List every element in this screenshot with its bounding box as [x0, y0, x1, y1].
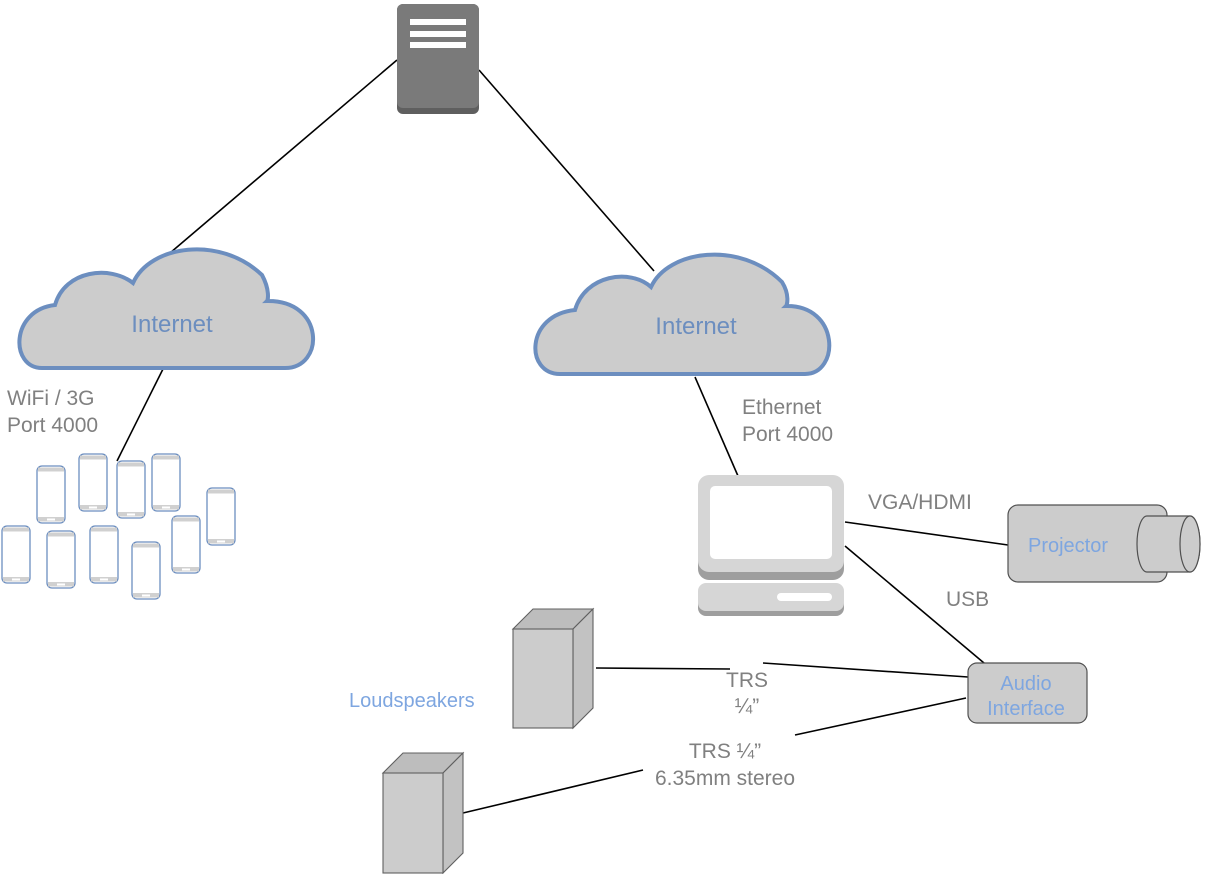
cloud-right-label: Internet [655, 313, 737, 340]
edge-server-cloud-left [169, 59, 398, 254]
edge-speaker1-trs-b [762, 662, 969, 678]
smartphone-icon[interactable] [151, 453, 181, 512]
trs1-label-line2: ¼” [735, 695, 760, 718]
edge-computer-audio-interface [844, 545, 985, 664]
edge-computer-projector [844, 521, 1009, 546]
trs1-label-line1: TRS [726, 669, 768, 692]
trs2-label-line1: TRS ¼” [689, 740, 761, 763]
wifi-label-line1: WiFi / 3G [7, 387, 95, 410]
smartphone-icon[interactable] [89, 525, 119, 584]
usb-label: USB [946, 588, 989, 611]
smartphone-icon[interactable] [171, 515, 201, 574]
audio-interface-box[interactable]: Audio Interface [967, 662, 1088, 724]
server-icon[interactable] [397, 4, 479, 114]
audio-interface-label-line1: Audio [1000, 673, 1051, 695]
smartphone-icon[interactable] [36, 465, 66, 524]
audio-interface-label-line2: Interface [987, 698, 1065, 720]
cloud-internet-left[interactable]: Internet [17, 247, 316, 370]
edge-cloud-right-computer [694, 376, 739, 477]
projector-icon[interactable]: Projector [1007, 504, 1201, 583]
loudspeakers-label: Loudspeakers [349, 690, 475, 712]
smartphone-group [1, 453, 236, 600]
ethernet-label-line2: Port 4000 [742, 423, 833, 446]
cloud-left-label: Internet [131, 311, 213, 338]
smartphone-icon[interactable] [131, 541, 161, 600]
cloud-internet-right[interactable]: Internet [533, 252, 832, 376]
edge-server-cloud-right [478, 69, 655, 272]
cloud-icon [533, 252, 832, 376]
edge-speaker1-trs-a [595, 667, 731, 670]
loudspeaker-1[interactable] [511, 607, 595, 730]
cloud-icon [17, 247, 316, 370]
smartphone-icon[interactable] [46, 530, 76, 589]
desktop-computer-icon[interactable] [698, 475, 844, 616]
loudspeaker-2[interactable] [381, 751, 465, 874]
smartphone-icon[interactable] [206, 487, 236, 546]
projector-label: Projector [1028, 535, 1108, 557]
smartphone-icon[interactable] [116, 460, 146, 519]
smartphone-icon[interactable] [1, 525, 31, 584]
vga-hdmi-label: VGA/HDMI [868, 491, 972, 514]
ethernet-label-line1: Ethernet [742, 396, 822, 419]
wifi-label-line2: Port 4000 [7, 414, 98, 437]
trs2-label-line2: 6.35mm stereo [655, 767, 795, 790]
smartphone-icon[interactable] [78, 453, 108, 512]
edge-speaker2-trs-b [462, 769, 644, 814]
edge-cloud-left-phones [116, 368, 164, 462]
edge-speaker2-trs-a [794, 697, 967, 736]
